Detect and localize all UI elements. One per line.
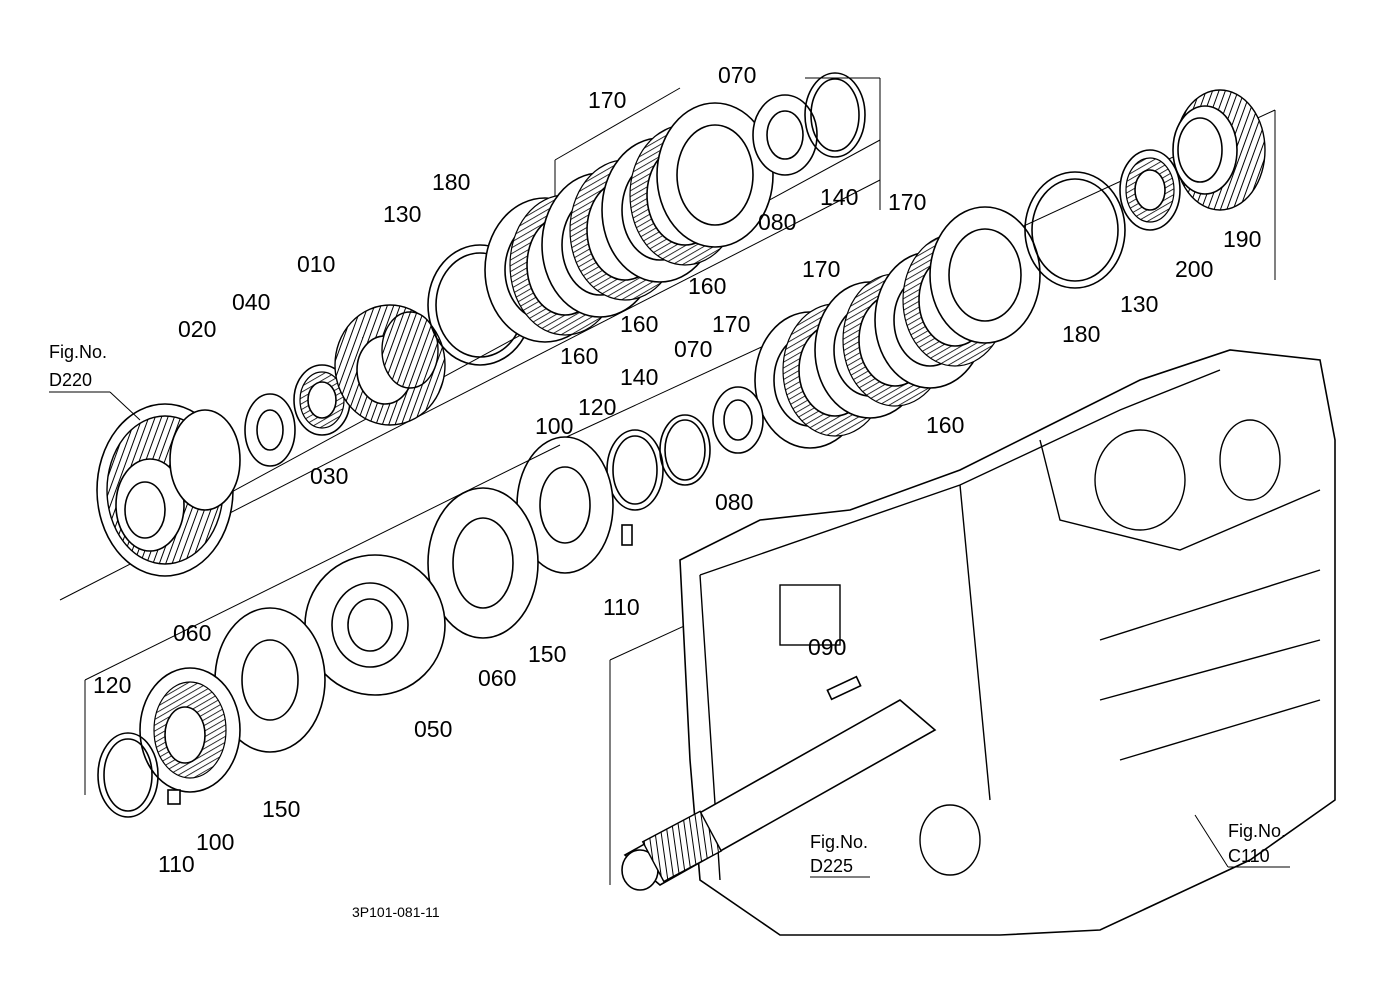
spring-110-middle <box>621 524 633 546</box>
label-100-middle: 100 <box>535 413 573 439</box>
figure-ref-d225: Fig.No. D225 <box>810 832 870 878</box>
piston-100-middle <box>516 436 614 574</box>
svg-text:Fig.No.: Fig.No. <box>49 342 107 362</box>
label-140-middle: 140 <box>620 364 658 390</box>
svg-text:Fig.No.: Fig.No. <box>810 832 868 852</box>
hub-050 <box>304 554 446 696</box>
label-010: 010 <box>297 251 335 277</box>
label-050: 050 <box>414 716 452 742</box>
label-150-middle: 150 <box>528 641 566 667</box>
svg-text:D220: D220 <box>49 370 92 390</box>
clutch-disk-stack-right <box>754 206 1041 449</box>
label-180-right: 180 <box>1062 321 1100 347</box>
seal-120-lower <box>97 732 159 818</box>
label-160-right: 160 <box>926 412 964 438</box>
piston-assembly-middle <box>427 386 764 639</box>
label-030: 030 <box>310 463 348 489</box>
part-labels: 070 170 140 080 180 130 010 160 160 160 … <box>93 62 1261 877</box>
label-130-right: 130 <box>1120 291 1158 317</box>
svg-text:C110: C110 <box>1228 846 1270 866</box>
label-190: 190 <box>1223 226 1261 252</box>
label-110-lower: 110 <box>158 851 195 877</box>
spring-110-lower <box>167 789 181 805</box>
shaft-090 <box>621 675 937 891</box>
label-170-right-a: 170 <box>888 189 926 215</box>
drawing-code: 3P101-081-11 <box>352 904 440 920</box>
ring-140-middle <box>659 414 711 486</box>
snap-ring-130-right <box>1024 171 1126 289</box>
label-160-upper-b: 160 <box>620 311 658 337</box>
label-090: 090 <box>808 634 846 660</box>
disk-150-lower <box>214 607 326 753</box>
label-020: 020 <box>178 316 216 342</box>
label-070-upper: 070 <box>718 62 756 88</box>
seal-120-middle <box>606 429 664 511</box>
label-080-middle: 080 <box>715 489 753 515</box>
piston-100-lower <box>139 667 241 793</box>
ring-140-upper <box>804 72 866 158</box>
label-120-lower: 120 <box>93 672 131 698</box>
label-160-upper-c: 160 <box>560 343 598 369</box>
washer-070-upper <box>752 94 818 176</box>
label-160-upper-a: 160 <box>688 273 726 299</box>
bearing-200 <box>1119 149 1181 231</box>
piston-assembly-lower <box>84 444 561 818</box>
gear-010 <box>334 304 446 426</box>
figure-references: Fig.No. D220 Fig.No. D225 Fig.No. C110 <box>49 342 1290 878</box>
label-100-lower: 100 <box>196 829 234 855</box>
washer-020 <box>244 393 296 467</box>
label-060-lower: 060 <box>173 620 211 646</box>
label-130-upper: 130 <box>383 201 421 227</box>
figure-ref-c110: Fig.No. C110 <box>1194 814 1290 868</box>
label-200: 200 <box>1175 256 1213 282</box>
gear-190 <box>1172 89 1266 211</box>
label-170-right-b: 170 <box>802 256 840 282</box>
label-060-middle: 060 <box>478 665 516 691</box>
disk-150-middle <box>427 487 539 639</box>
clutch-disk-stack-upper <box>509 102 774 336</box>
label-070-middle: 070 <box>674 336 712 362</box>
svg-text:Fig.No.: Fig.No. <box>1228 821 1286 841</box>
label-080-upper: 080 <box>758 209 796 235</box>
label-180-upper: 180 <box>432 169 470 195</box>
transmission-case <box>609 349 1336 936</box>
label-120-middle: 120 <box>578 394 616 420</box>
washer-070-middle <box>712 386 764 454</box>
upper-clutch-assembly <box>59 72 881 601</box>
label-150-lower: 150 <box>262 796 300 822</box>
bearing-040 <box>293 364 351 436</box>
hub-d220 <box>96 403 241 577</box>
label-110-middle: 110 <box>603 594 640 620</box>
label-170-middle: 170 <box>712 311 750 337</box>
label-170-upper: 170 <box>588 87 626 113</box>
label-040: 040 <box>232 289 270 315</box>
right-clutch-assembly <box>559 89 1276 449</box>
svg-text:D225: D225 <box>810 856 853 876</box>
figure-ref-d220: Fig.No. D220 <box>49 342 141 421</box>
label-140-upper: 140 <box>820 184 858 210</box>
